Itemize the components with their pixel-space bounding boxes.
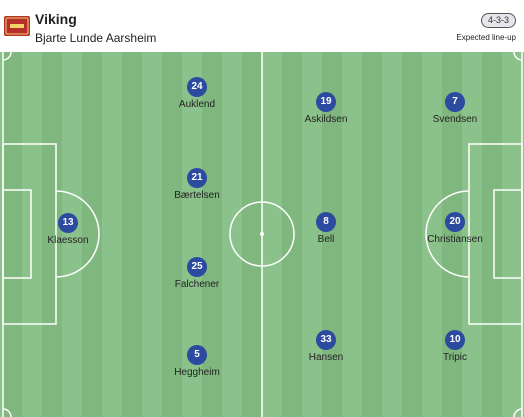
pitch-markings: [2, 52, 523, 417]
player-auklend[interactable]: 24 Auklend: [147, 77, 247, 110]
player-heggheim[interactable]: 5 Heggheim: [147, 345, 247, 378]
player-bell[interactable]: 8 Bell: [276, 212, 376, 245]
player-name: Heggheim: [174, 367, 220, 378]
player-baertelsen[interactable]: 21 Bærtelsen: [147, 168, 247, 201]
player-name: Svendsen: [432, 114, 478, 125]
pitch: 13 Klaesson 24 Auklend 21 Bærtelsen 25 F…: [0, 52, 524, 417]
player-number: 5: [187, 345, 207, 365]
player-number: 13: [58, 213, 78, 233]
player-number: 25: [187, 257, 207, 277]
player-name: Klaesson: [47, 235, 89, 246]
team-header: Viking Bjarte Lunde Aarsheim 4-3-3 Expec…: [0, 0, 524, 52]
player-falchener[interactable]: 25 Falchener: [147, 257, 247, 290]
player-name: Christiansen: [427, 234, 483, 245]
player-number: 21: [187, 168, 207, 188]
formation-badge: 4-3-3: [480, 13, 516, 28]
player-name: Bærtelsen: [174, 190, 220, 201]
player-number: 33: [316, 330, 336, 350]
player-name: Falchener: [174, 279, 220, 290]
player-number: 8: [316, 212, 336, 232]
player-number: 20: [445, 212, 465, 232]
coach-name[interactable]: Bjarte Lunde Aarsheim: [35, 31, 157, 45]
player-svendsen[interactable]: 7 Svendsen: [405, 92, 505, 125]
player-number: 19: [316, 92, 336, 112]
player-number: 10: [445, 330, 465, 350]
player-name: Auklend: [178, 99, 216, 110]
player-name: Tripic: [442, 352, 468, 363]
viking-crest-icon: [4, 16, 30, 36]
player-number: 24: [187, 77, 207, 97]
player-askildsen[interactable]: 19 Askildsen: [276, 92, 376, 125]
player-number: 7: [445, 92, 465, 112]
player-klaesson[interactable]: 13 Klaesson: [18, 213, 118, 246]
team-name: Viking: [35, 11, 77, 27]
player-hansen[interactable]: 33 Hansen: [276, 330, 376, 363]
player-name: Hansen: [308, 352, 344, 363]
player-name: Askildsen: [304, 114, 348, 125]
player-tripic[interactable]: 10 Tripic: [405, 330, 505, 363]
player-christiansen[interactable]: 20 Christiansen: [405, 212, 505, 245]
player-name: Bell: [317, 234, 335, 245]
lineup-status-label: Expected line-up: [456, 33, 516, 42]
